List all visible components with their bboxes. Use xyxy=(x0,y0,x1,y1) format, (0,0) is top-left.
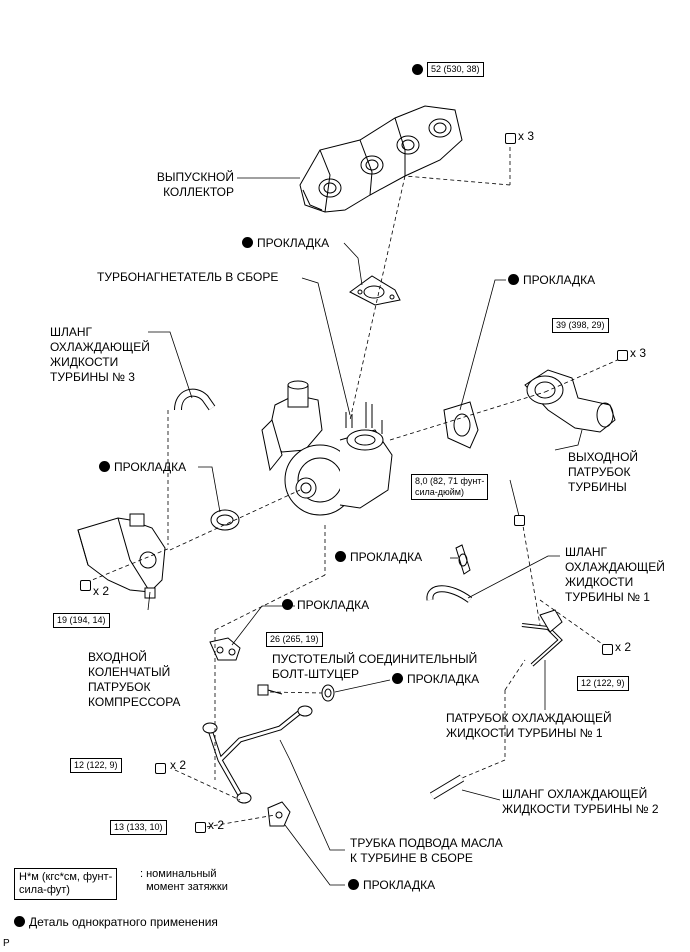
torque-box: 26 (265, 19) xyxy=(266,632,323,647)
exhaust-manifold-drawing xyxy=(299,105,463,213)
oil-pipe-drawing xyxy=(202,705,313,804)
nut-icon xyxy=(602,644,613,655)
bolt-icon xyxy=(514,515,525,526)
non-reusable-dot-icon xyxy=(348,879,359,890)
gasket-mid-drawing xyxy=(455,544,471,575)
label-hose2: ШЛАНГ ОХЛАЖДАЮЩЕЙ ЖИДКОСТИ ТУРБИНЫ № 2 xyxy=(502,787,659,816)
page-marker: P xyxy=(3,938,10,949)
gasket-bottom-drawing xyxy=(267,801,291,827)
inlet-elbow-drawing xyxy=(77,513,166,599)
quantity-label: x 3 xyxy=(518,129,535,143)
non-reusable-dot-icon xyxy=(282,599,293,610)
non-reusable-dot-icon xyxy=(508,274,519,285)
label-gasket-lower-left: ПРОКЛАДКА xyxy=(282,598,369,613)
nut-icon xyxy=(80,580,91,591)
gasket-lower-left-drawing xyxy=(209,637,241,661)
label-inlet-elbow: ВХОДНОЙ КОЛЕНЧАТЫЙ ПАТРУБОК КОМПРЕССОРА xyxy=(88,650,181,709)
torque-box: 8,0 (82, 71 фунт- сила-дюйм) xyxy=(411,474,489,500)
label-gasket-top: ПРОКЛАДКА xyxy=(242,236,329,251)
non-reusable-dot-icon xyxy=(412,64,423,75)
torque-box: 39 (398, 29) xyxy=(552,318,609,333)
legend-non-reusable: Деталь однократного применения xyxy=(14,915,218,930)
non-reusable-dot-icon xyxy=(242,237,253,248)
torque-box: 12 (122, 9) xyxy=(70,758,122,773)
nut-icon xyxy=(195,822,206,833)
label-hose1: ШЛАНГ ОХЛАЖДАЮЩЕЙ ЖИДКОСТИ ТУРБИНЫ № 1 xyxy=(565,545,665,604)
label-gasket-union: ПРОКЛАДКА xyxy=(392,672,479,687)
nut-icon xyxy=(505,133,516,144)
non-reusable-dot-icon xyxy=(335,551,346,562)
quantity-label: x 3 xyxy=(630,346,647,360)
torque-box: 19 (194, 14) xyxy=(53,613,110,628)
label-gasket-mid: ПРОКЛАДКА xyxy=(335,550,422,565)
hose2-drawing xyxy=(429,774,465,800)
label-turbo-assy: ТУРБОНАГНЕТАТЕЛЬ В СБОРЕ xyxy=(97,270,279,284)
torque-box: 12 (122, 9) xyxy=(577,676,629,691)
label-hose3: ШЛАНГ ОХЛАЖДАЮЩЕЙ ЖИДКОСТИ ТУРБИНЫ № 3 xyxy=(50,325,150,384)
label-oil-pipe: ТРУБКА ПОДВОДА МАСЛА К ТУРБИНЕ В СБОРЕ xyxy=(350,836,503,865)
hose3-drawing xyxy=(174,388,216,411)
hose1-drawing xyxy=(426,585,473,603)
gasket-top-drawing xyxy=(349,275,401,306)
label-outlet-elbow: ВЫХОДНОЙ ПАТРУБОК ТУРБИНЫ xyxy=(568,450,639,494)
union-bolt-drawing xyxy=(257,684,283,696)
non-reusable-dot-icon xyxy=(392,673,403,684)
label-union-bolt: ПУСТОТЕЛЫЙ СОЕДИНИТЕЛЬНЫЙ БОЛТ-ШТУЦЕР xyxy=(272,652,478,681)
label-gasket-bottom: ПРОКЛАДКА xyxy=(348,878,435,893)
non-reusable-dot-icon xyxy=(14,916,25,927)
quantity-label: x 2 xyxy=(93,584,110,598)
water-pipe1-drawing xyxy=(521,609,563,667)
turbo-assy-drawing xyxy=(261,380,393,516)
quantity-label: x 2 xyxy=(170,758,187,772)
legend-unit-box: Н*м (кгс*см, фунт- сила-фут) xyxy=(14,868,118,900)
label-gasket-left: ПРОКЛАДКА xyxy=(99,460,186,475)
leader-lines xyxy=(147,177,583,886)
gasket-right-drawing xyxy=(443,401,479,449)
gasket-left-drawing xyxy=(210,509,240,531)
torque-box: 52 (530, 38) xyxy=(427,62,484,77)
legend-unit-desc: : номинальный момент затяжки xyxy=(140,868,228,893)
gasket-union-drawing xyxy=(321,684,335,702)
label-exhaust-manifold: ВЫПУСКНОЙ КОЛЛЕКТОР xyxy=(156,170,234,199)
label-water-pipe1: ПАТРУБОК ОХЛАЖДАЮЩЕЙ ЖИДКОСТИ ТУРБИНЫ № … xyxy=(446,711,612,740)
non-reusable-dot-icon xyxy=(99,461,110,472)
label-gasket-right: ПРОКЛАДКА xyxy=(508,273,595,288)
center-lines xyxy=(79,140,623,829)
bolt-icon xyxy=(155,763,166,774)
quantity-label: x 2 xyxy=(208,818,225,832)
quantity-label: x 2 xyxy=(615,640,632,654)
torque-box: 13 (133, 10) xyxy=(110,820,167,835)
nut-icon xyxy=(617,350,628,361)
outlet-elbow-drawing xyxy=(524,369,616,433)
